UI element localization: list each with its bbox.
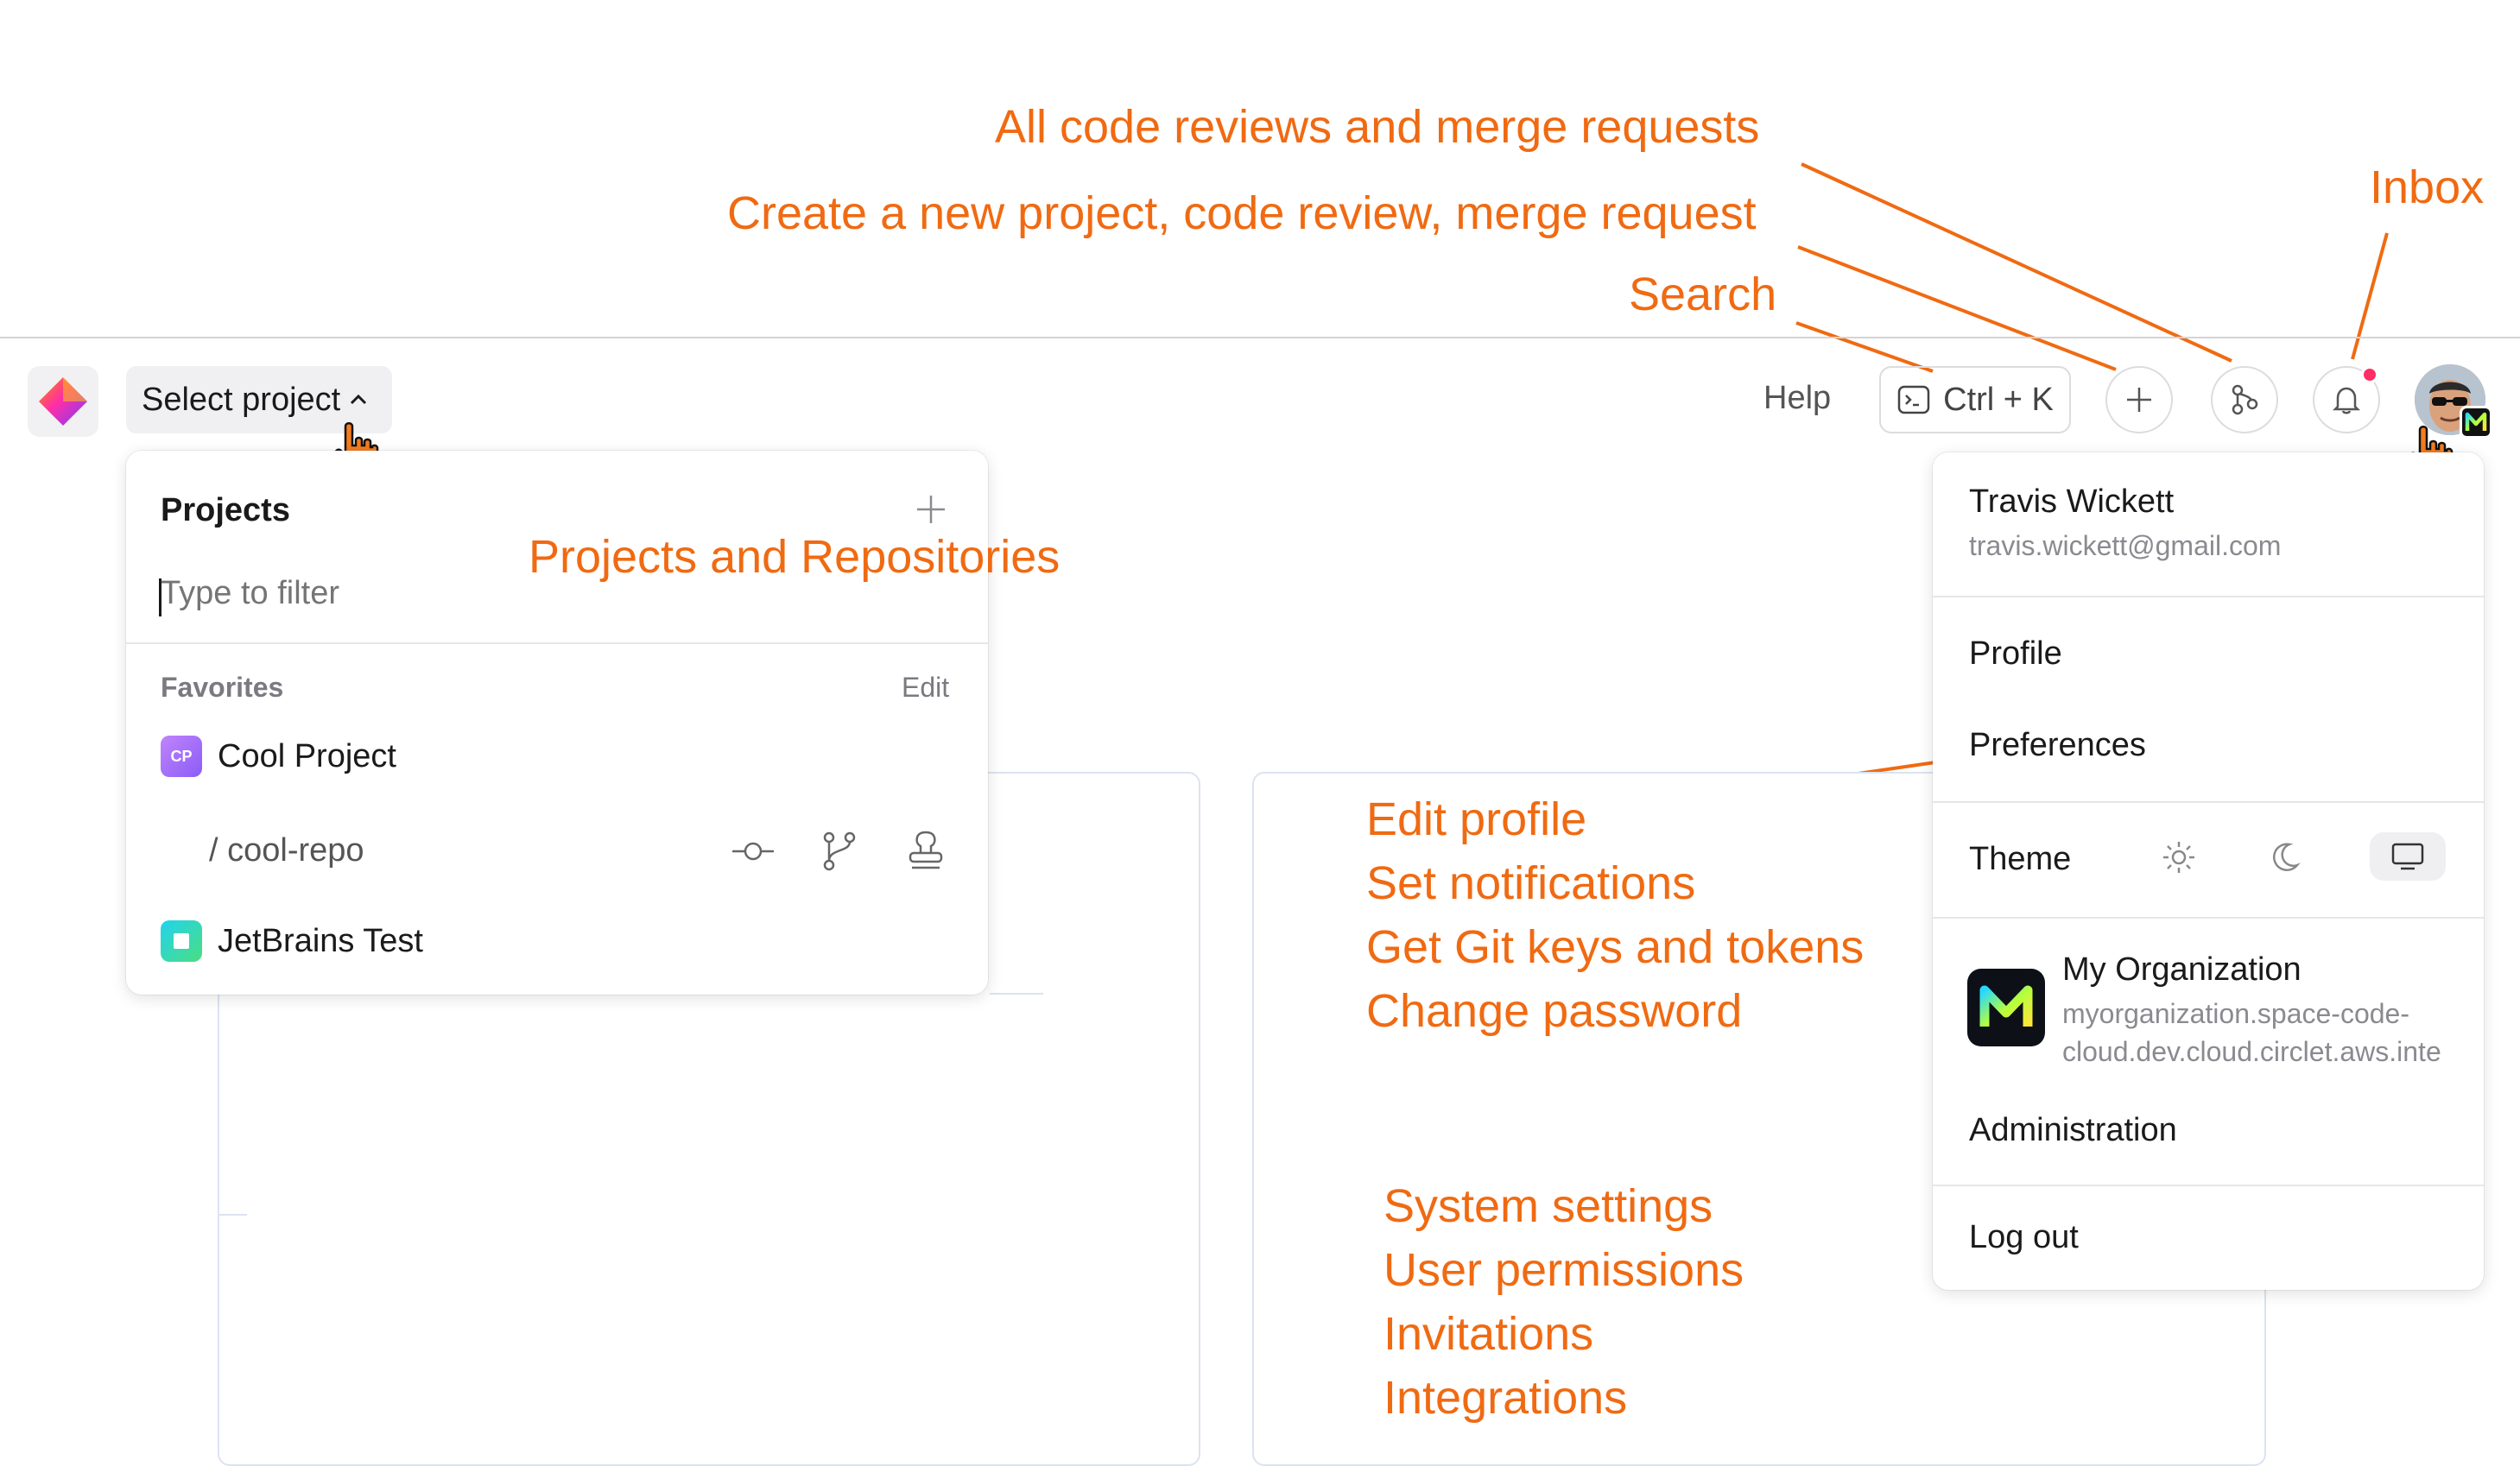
- select-project-button[interactable]: Select project: [126, 366, 393, 433]
- org-m-logo-icon: [1979, 985, 2033, 1027]
- chevron-up-icon: [351, 394, 367, 405]
- plus-icon: [2127, 388, 2151, 412]
- theme-light-button[interactable]: [2161, 839, 2197, 880]
- favorites-edit-button[interactable]: Edit: [902, 672, 950, 703]
- project-name: Cool Project: [218, 737, 396, 774]
- annotation-profile-group: Edit profile Set notifications Get Git k…: [1366, 796, 1864, 1034]
- merge-request-icon: [2232, 384, 2258, 415]
- annotation-git-keys: Get Git keys and tokens: [1366, 921, 1865, 973]
- repo-item-cool-repo[interactable]: / cool-repo: [209, 832, 364, 869]
- repo-reviews-button[interactable]: [903, 829, 948, 878]
- menu-item-preferences[interactable]: Preferences: [1969, 727, 2146, 763]
- user-menu: Travis Wickett travis.wickett@gmail.com …: [1933, 452, 2484, 1290]
- inbox-button[interactable]: [2313, 366, 2380, 433]
- stamp-icon: [909, 831, 943, 869]
- sun-icon: [2163, 842, 2194, 873]
- annotation-edit-profile: Edit profile: [1366, 793, 1587, 845]
- user-name: Travis Wickett: [1969, 483, 2175, 520]
- favorites-label: Favorites: [161, 672, 284, 703]
- project-icon-cp: CP: [161, 736, 202, 777]
- create-new-button[interactable]: [2105, 366, 2173, 433]
- annotation-change-password: Change password: [1366, 985, 1743, 1037]
- annotation-create: Create a new project, code review, merge…: [727, 187, 1757, 239]
- commit-icon: [732, 842, 774, 861]
- annotation-reviews: All code reviews and merge requests: [995, 101, 1760, 153]
- organization-url-line2: cloud.dev.cloud.circlet.aws.inte: [2062, 1036, 2441, 1067]
- annotation-admin-group: System settings User permissions Invitat…: [1383, 1183, 1744, 1421]
- project-name: JetBrains Test: [218, 922, 423, 959]
- organization-name: My Organization: [2062, 951, 2302, 988]
- moon-icon: [2272, 843, 2301, 871]
- annotation-search: Search: [1629, 269, 1777, 320]
- space-logo-icon: [39, 377, 87, 426]
- menu-item-profile[interactable]: Profile: [1969, 635, 2062, 672]
- menu-divider: [1933, 801, 2484, 803]
- project-filter-input[interactable]: [161, 575, 921, 612]
- text-caret: [159, 578, 161, 616]
- code-reviews-button[interactable]: [2211, 366, 2278, 433]
- search-shortcut-label: Ctrl + K: [1943, 381, 2054, 418]
- menu-divider: [1933, 917, 2484, 919]
- org-badge: [2460, 406, 2492, 439]
- annotation-user-permissions: User permissions: [1383, 1244, 1744, 1296]
- annotation-projects: Projects and Repositories: [529, 531, 1061, 583]
- menu-divider: [1933, 1185, 2484, 1186]
- app-logo[interactable]: [28, 366, 98, 437]
- annotation-inbox: Inbox: [2370, 161, 2485, 213]
- plus-icon: [917, 496, 945, 523]
- menu-divider: [1933, 596, 2484, 597]
- organization-url-line1: myorganization.space-code-: [2062, 998, 2409, 1029]
- search-button[interactable]: Ctrl + K: [1879, 366, 2071, 433]
- branch-icon: [823, 831, 856, 871]
- bell-icon: [2332, 387, 2361, 414]
- annotation-invitations: Invitations: [1383, 1308, 1594, 1360]
- repo-name: / cool-repo: [209, 832, 364, 869]
- header-top-border: [0, 337, 2520, 338]
- notification-dot: [2361, 366, 2378, 383]
- popover-divider: [126, 642, 988, 644]
- projects-title: Projects: [161, 492, 290, 528]
- background-rule: [990, 993, 1043, 995]
- help-link[interactable]: Help: [1763, 380, 1832, 416]
- theme-dark-button[interactable]: [2266, 839, 2302, 880]
- project-item-cool-project[interactable]: CP Cool Project: [161, 736, 396, 777]
- projects-popover: Projects Favorites Edit CP Cool Project …: [126, 451, 988, 995]
- select-project-label: Select project: [142, 381, 341, 418]
- repo-branches-button[interactable]: [817, 829, 862, 878]
- menu-item-logout[interactable]: Log out: [1969, 1219, 2079, 1255]
- org-m-icon: [2465, 412, 2487, 431]
- monitor-icon: [2391, 843, 2424, 870]
- organization-logo: [1967, 969, 2045, 1046]
- background-rule-small: [218, 1214, 247, 1216]
- project-item-jetbrains-test[interactable]: JetBrains Test: [161, 920, 423, 962]
- terminal-icon: [1897, 385, 1930, 414]
- user-email: travis.wickett@gmail.com: [1969, 530, 2282, 561]
- repo-commits-button[interactable]: [731, 829, 776, 878]
- theme-system-button[interactable]: [2370, 832, 2446, 881]
- theme-label: Theme: [1969, 841, 2072, 877]
- add-project-button[interactable]: [914, 492, 948, 533]
- annotation-system-settings: System settings: [1383, 1180, 1713, 1232]
- annotation-set-notifications: Set notifications: [1366, 857, 1696, 909]
- menu-item-administration[interactable]: Administration: [1969, 1112, 2177, 1148]
- project-icon-jetbrains: [161, 920, 202, 962]
- annotation-integrations: Integrations: [1383, 1372, 1628, 1424]
